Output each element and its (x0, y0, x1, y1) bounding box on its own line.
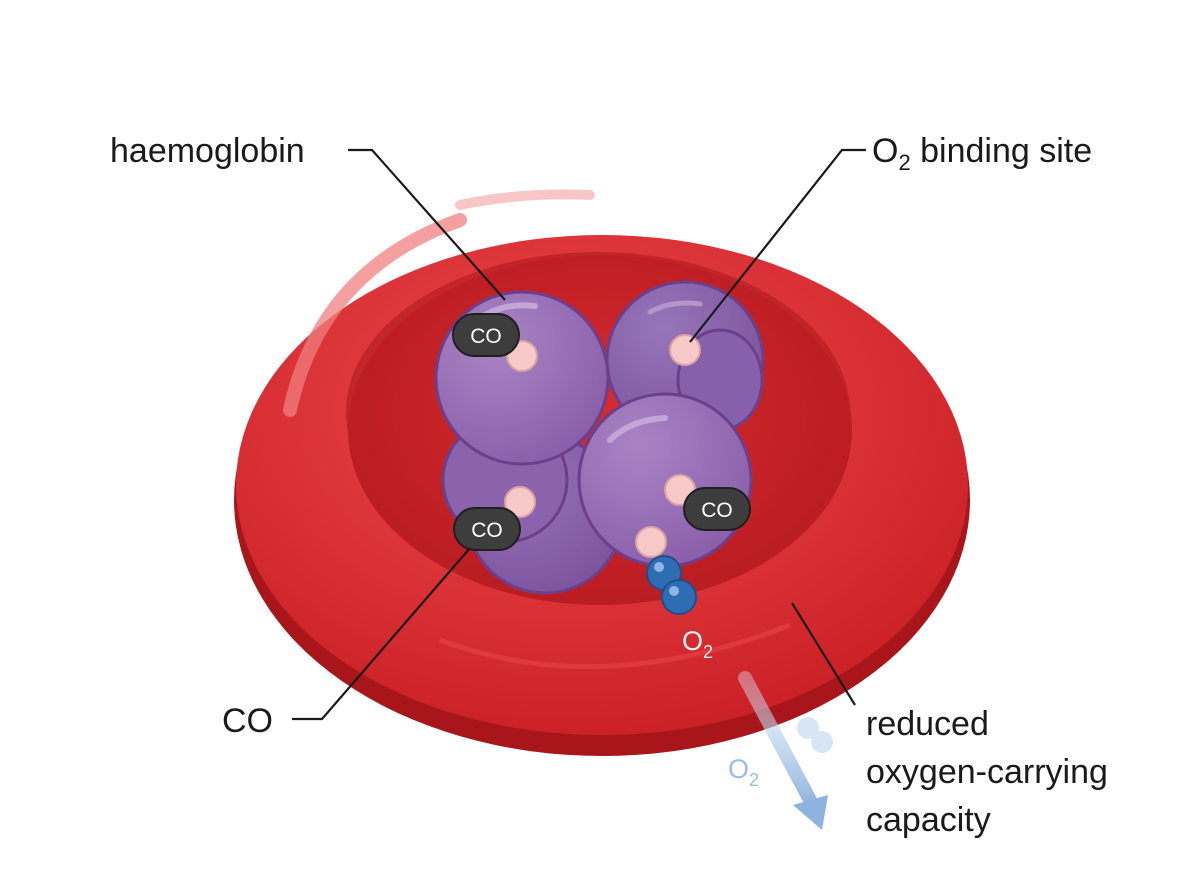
binding-site (635, 526, 667, 558)
label-reduced-line-2: oxygen-carrying (866, 753, 1108, 791)
label-haemoglobin: haemoglobin (110, 132, 305, 170)
haemoglobin-highlight (647, 300, 703, 315)
label-reduced-line-3: capacity (866, 801, 991, 839)
co-molecule: CO (452, 313, 520, 357)
o2-released-label: O2 (728, 754, 759, 790)
haemoglobin-highlight (607, 415, 668, 443)
co-molecule: CO (683, 487, 751, 531)
binding-site (669, 334, 701, 366)
binding-site (504, 486, 536, 518)
cell-highlight-left (283, 213, 467, 417)
co-molecule: CO (453, 507, 521, 551)
leader-line-haemoglobin (348, 148, 506, 301)
o2-bound-label: O2 (682, 626, 713, 662)
co-molecule-label: CO (470, 325, 502, 348)
leader-lines (292, 148, 866, 721)
leader-line-co (292, 547, 471, 721)
cell-highlight-top (455, 189, 595, 210)
co-molecule-label: CO (701, 499, 733, 522)
label-reduced-line-1: reduced (866, 705, 989, 743)
o2-molecule-bound (646, 555, 697, 615)
leader-line-o2-binding-site (689, 148, 866, 343)
label-o2-binding-site: O2 binding site (872, 132, 1092, 175)
co-molecule-label: CO (471, 519, 503, 542)
label-co: CO (222, 702, 273, 740)
o2-molecule-released (797, 717, 833, 753)
leader-line-reduced-capacity (791, 602, 856, 706)
o2-release-arrow (738, 671, 828, 830)
cell-rim-edge (439, 622, 791, 670)
